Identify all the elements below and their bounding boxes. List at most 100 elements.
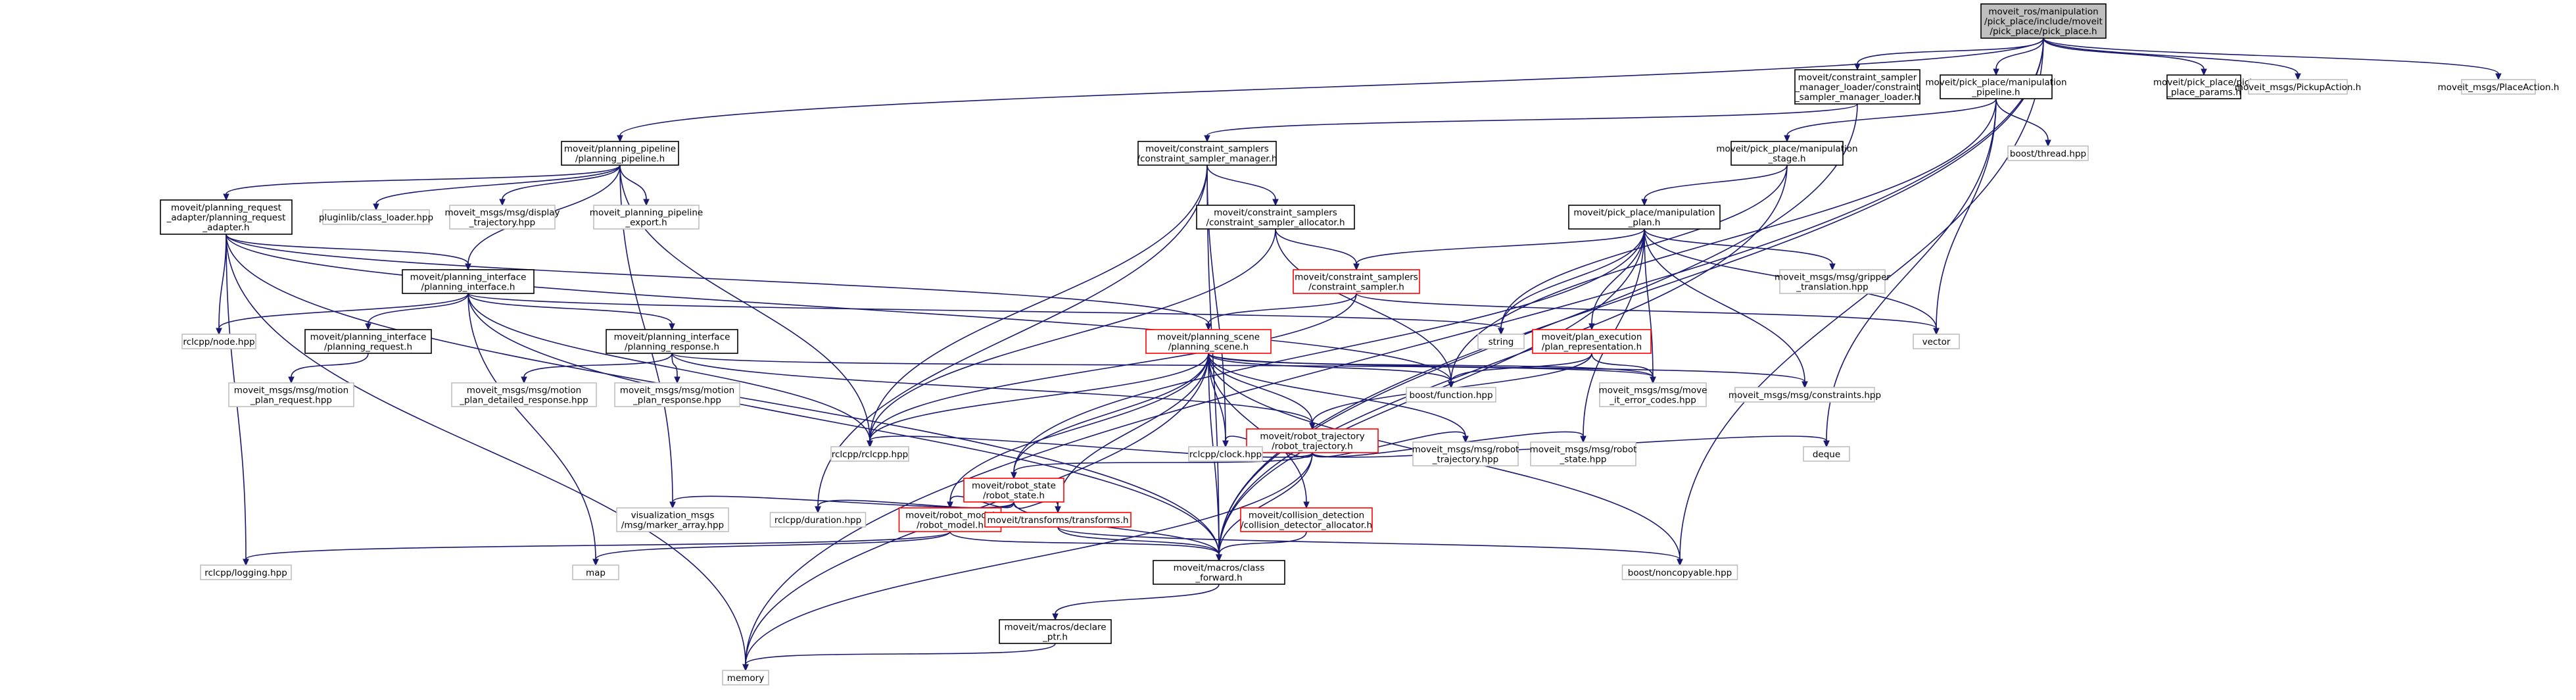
node-box	[1794, 69, 1920, 105]
edge-root-to-memory	[742, 38, 2044, 672]
node-rstate[interactable]: moveit/robot_state/robot_state.h	[963, 478, 1064, 503]
edge-psc-to-constr	[1208, 353, 1808, 389]
node-rclcpp[interactable]: rclcpp/rclcpp.hpp	[830, 446, 909, 462]
node-box	[1568, 205, 1721, 230]
node-rsmsg[interactable]: moveit_msgs/msg/robot_state.hpp	[1530, 441, 1637, 466]
node-memory[interactable]: memory	[722, 670, 769, 686]
node-rmodel[interactable]: moveit/robot_model/robot_model.h	[898, 507, 1002, 532]
node-logging[interactable]: rclcpp/logging.hpp	[200, 564, 292, 580]
edge-rmodel-to-logging	[243, 531, 951, 566]
node-box	[451, 382, 597, 407]
node-label: moveit_ros/manipulation	[1988, 7, 2098, 17]
node-box	[449, 205, 556, 230]
node-pp[interactable]: moveit/planning_pipeline/planning_pipeli…	[561, 141, 679, 166]
node-box	[228, 382, 354, 407]
node-label: moveit/transforms/transforms.h	[987, 515, 1128, 526]
node-classloader[interactable]: pluginlib/class_loader.hpp	[319, 209, 433, 225]
node-label: _plan_response.hpp	[632, 395, 721, 406]
node-cs[interactable]: moveit/constraint_samplers/constraint_sa…	[1293, 269, 1420, 294]
node-rtraj[interactable]: moveit/robot_trajectory/robot_trajectory…	[1246, 428, 1379, 453]
node-label: moveit/robot_state	[972, 481, 1056, 491]
edge-pra-to-memory	[226, 234, 749, 672]
node-cf[interactable]: moveit/macros/class_forward.h	[1153, 560, 1285, 585]
node-box	[402, 269, 535, 294]
edge-root-to-mpipe	[1993, 38, 2044, 76]
edge-psc-to-rstate	[1011, 353, 1209, 480]
node-box	[1730, 141, 1844, 166]
node-preq[interactable]: moveit/planning_interface/planning_reque…	[304, 329, 432, 354]
node-ppparams[interactable]: moveit/pick_place/pick_place_params.h	[2153, 74, 2254, 99]
node-tf[interactable]: moveit/transforms/transforms.h	[984, 512, 1132, 528]
node-vector[interactable]: vector	[1913, 334, 1960, 349]
node-declptr[interactable]: moveit/macros/declare_ptr.h	[999, 619, 1112, 644]
node-label: moveit_msgs/msg/motion	[620, 386, 734, 396]
node-mpreq[interactable]: moveit_msgs/msg/motion_plan_request.hpp	[228, 382, 354, 407]
node-cda[interactable]: moveit/collision_detection/collision_det…	[1240, 507, 1373, 532]
node-bfunc[interactable]: boost/function.hpp	[1406, 387, 1496, 403]
edge-mplan-to-planrep	[1588, 228, 1645, 331]
node-duration[interactable]: rclcpp/duration.hpp	[769, 512, 867, 528]
node-ppexport[interactable]: moveit_planning_pipeline_export.h	[590, 205, 703, 230]
node-box	[614, 382, 740, 407]
edge-root-to-pp	[617, 38, 2044, 143]
node-label: map	[586, 568, 606, 578]
edge-root-to-pickaction	[2043, 38, 2301, 81]
node-label: _stage.h	[1767, 154, 1805, 164]
node-moveit_err[interactable]: moveit_msgs/msg/move_it_error_codes.hpp	[1599, 382, 1707, 407]
node-constr[interactable]: moveit_msgs/msg/constraints.hpp	[1729, 387, 1881, 403]
node-label: /msg/marker_array.hpp	[621, 520, 724, 531]
node-rtmsg[interactable]: moveit_msgs/msg/robot_trajectory.hpp	[1412, 441, 1519, 466]
node-bthread[interactable]: boost/thread.hpp	[2007, 145, 2089, 161]
node-pra[interactable]: moveit/planning_request_adapter/planning…	[160, 199, 293, 235]
node-deque[interactable]: deque	[1803, 446, 1850, 462]
node-mpresp[interactable]: moveit_msgs/msg/motion_plan_response.hpp	[614, 382, 740, 407]
node-vis[interactable]: visualization_msgs/msg/marker_array.hpp	[616, 507, 729, 532]
edge-root-to-cf	[1216, 38, 2044, 562]
node-mstage[interactable]: moveit/pick_place/manipulation_stage.h	[1716, 141, 1858, 166]
node-noncopy[interactable]: boost/noncopyable.hpp	[1621, 564, 1738, 580]
node-label: _plan.h	[1628, 218, 1661, 228]
node-label: _it_error_codes.hpp	[1609, 395, 1696, 406]
node-label: /planning_response.h	[625, 342, 719, 353]
edge-csa-to-cs	[1275, 228, 1360, 271]
node-csml[interactable]: moveit/constraint_sampler_manager_loader…	[1794, 69, 1920, 105]
node-clock[interactable]: rclcpp/clock.hpp	[1188, 446, 1263, 462]
node-mpipe[interactable]: moveit/pick_place/manipulation_pipeline.…	[1925, 74, 2067, 99]
node-label: moveit/robot_trajectory	[1260, 432, 1364, 442]
node-label: string	[1489, 337, 1514, 347]
node-csa[interactable]: moveit/constraint_samplers/constraint_sa…	[1196, 205, 1355, 230]
edge-mplan-to-string	[1498, 228, 1645, 336]
node-mpdet[interactable]: moveit_msgs/msg/motion_plan_detailed_res…	[451, 382, 597, 407]
node-disptraj[interactable]: moveit_msgs/msg/display_trajectory.hpp	[444, 205, 560, 230]
node-label: _state.hpp	[1560, 455, 1607, 465]
node-pi[interactable]: moveit/planning_interface/planning_inter…	[402, 269, 535, 294]
node-box	[606, 329, 738, 354]
node-label: moveit/constraint_samplers	[1145, 144, 1269, 155]
node-label: rclcpp/node.hpp	[183, 337, 254, 347]
node-root[interactable]: moveit_ros/manipulation/pick_place/inclu…	[1980, 3, 2107, 39]
node-box	[304, 329, 432, 354]
edge-mpipe-to-bthread	[1995, 98, 2051, 147]
edge-planrep-to-bfunc	[1448, 353, 1592, 389]
node-box	[200, 564, 292, 580]
node-grip[interactable]: moveit_msgs/msg/gripper_translation.hpp	[1775, 269, 1890, 294]
node-label: /robot_trajectory.h	[1272, 441, 1353, 452]
node-box	[1246, 428, 1379, 453]
node-mplan[interactable]: moveit/pick_place/manipulation_plan.h	[1568, 205, 1721, 230]
node-box	[769, 512, 867, 528]
edges-layer	[216, 38, 2502, 672]
node-label: moveit/macros/class	[1174, 563, 1265, 574]
node-string[interactable]: string	[1477, 334, 1525, 349]
node-pickaction[interactable]: moveit_msgs/PickupAction.h	[2235, 79, 2362, 95]
node-rclnode[interactable]: rclcpp/node.hpp	[181, 334, 256, 349]
node-label: boost/thread.hpp	[2010, 149, 2086, 159]
node-presp[interactable]: moveit/planning_interface/planning_respo…	[606, 329, 738, 354]
node-label: /constraint_sampler.h	[1308, 282, 1404, 293]
node-placeaction[interactable]: moveit_msgs/PlaceAction.h	[2438, 79, 2560, 95]
node-psc[interactable]: moveit/planning_scene/planning_scene.h	[1145, 329, 1272, 354]
node-planrep[interactable]: moveit/plan_execution/plan_representatio…	[1532, 329, 1652, 354]
node-map[interactable]: map	[572, 564, 619, 580]
node-csm[interactable]: moveit/constraint_samplers/constraint_sa…	[1137, 141, 1277, 166]
node-label: moveit/collision_detection	[1249, 511, 1364, 521]
edge-pi-to-map	[467, 293, 599, 566]
